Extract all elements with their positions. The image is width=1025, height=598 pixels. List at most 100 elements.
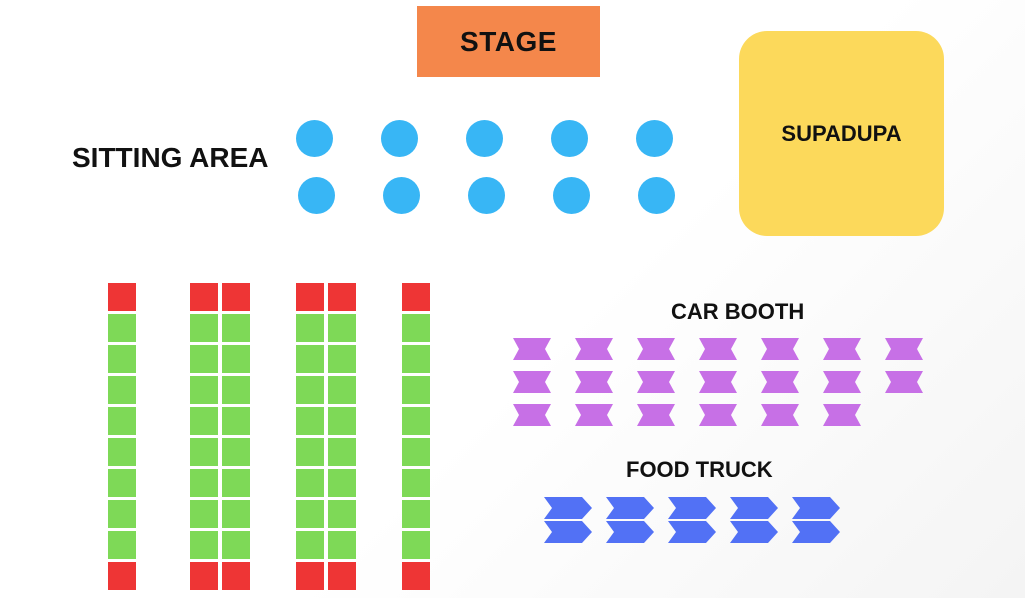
stall-end <box>222 562 250 590</box>
stall <box>190 500 218 528</box>
stall-end <box>328 562 356 590</box>
stall <box>328 531 356 559</box>
stall <box>296 345 324 373</box>
food-truck <box>606 521 654 543</box>
car-booth <box>699 371 737 393</box>
stall <box>222 376 250 404</box>
car-booth <box>637 371 675 393</box>
stall <box>402 531 430 559</box>
food-truck <box>792 497 840 519</box>
supadupa-label: SUPADUPA <box>781 120 902 146</box>
stall-end <box>108 283 136 311</box>
car-booth <box>513 371 551 393</box>
car-booth <box>575 371 613 393</box>
supadupa-area: SUPADUPA <box>739 31 944 236</box>
stall <box>328 469 356 497</box>
stall <box>402 314 430 342</box>
stall <box>296 438 324 466</box>
car-booth <box>823 338 861 360</box>
stage-label: STAGE <box>460 25 557 57</box>
stall <box>296 376 324 404</box>
car-booth <box>637 404 675 426</box>
car-booth <box>885 371 923 393</box>
stall-end <box>222 283 250 311</box>
stall <box>402 500 430 528</box>
food-truck <box>544 497 592 519</box>
stall <box>190 314 218 342</box>
stall <box>296 531 324 559</box>
stall <box>108 469 136 497</box>
stall <box>222 531 250 559</box>
stall <box>402 438 430 466</box>
stall <box>328 376 356 404</box>
stall <box>108 438 136 466</box>
food-truck <box>668 521 716 543</box>
stall <box>222 407 250 435</box>
food-truck <box>730 497 778 519</box>
food-truck <box>730 521 778 543</box>
stall <box>108 314 136 342</box>
stall <box>222 500 250 528</box>
stall <box>190 531 218 559</box>
seat <box>296 120 333 157</box>
stall <box>402 376 430 404</box>
sitting-area-seats <box>296 120 676 215</box>
seat <box>553 177 590 214</box>
stall <box>296 407 324 435</box>
sitting-area-label: SITTING AREA <box>72 142 269 173</box>
stall-end <box>190 283 218 311</box>
car-booth <box>513 338 551 360</box>
stall-end <box>108 562 136 590</box>
stall <box>108 376 136 404</box>
stall <box>190 438 218 466</box>
seat <box>381 120 418 157</box>
car-booth <box>761 338 799 360</box>
stall <box>328 345 356 373</box>
seat <box>466 120 503 157</box>
stall <box>108 500 136 528</box>
car-booth-label: CAR BOOTH <box>671 299 805 324</box>
food-truck <box>792 521 840 543</box>
car-booth <box>885 338 923 360</box>
stall <box>328 438 356 466</box>
seat <box>636 120 673 157</box>
stall-end <box>328 283 356 311</box>
stall <box>328 500 356 528</box>
food-truck <box>668 497 716 519</box>
stall <box>296 500 324 528</box>
stall <box>190 407 218 435</box>
stall <box>108 531 136 559</box>
stall <box>402 345 430 373</box>
stall <box>222 469 250 497</box>
car-booth <box>575 404 613 426</box>
stall <box>328 314 356 342</box>
car-booth <box>575 338 613 360</box>
stall <box>402 407 430 435</box>
stall <box>108 407 136 435</box>
stall-end <box>402 562 430 590</box>
stall <box>108 345 136 373</box>
car-booth <box>823 404 861 426</box>
car-booth <box>637 338 675 360</box>
stall <box>296 469 324 497</box>
food-truck <box>544 521 592 543</box>
stage-block: STAGE <box>417 6 600 77</box>
stall-end <box>296 283 324 311</box>
seat <box>468 177 505 214</box>
seat <box>298 177 335 214</box>
car-booth <box>761 404 799 426</box>
stall <box>222 314 250 342</box>
stall <box>296 314 324 342</box>
stall <box>328 407 356 435</box>
stall <box>402 469 430 497</box>
stall <box>190 345 218 373</box>
food-truck-label: FOOD TRUCK <box>626 457 773 482</box>
seat <box>383 177 420 214</box>
stall-end <box>402 283 430 311</box>
stall-end <box>190 562 218 590</box>
car-booth <box>823 371 861 393</box>
stall <box>190 469 218 497</box>
car-booth <box>699 338 737 360</box>
stall <box>190 376 218 404</box>
car-booth <box>699 404 737 426</box>
